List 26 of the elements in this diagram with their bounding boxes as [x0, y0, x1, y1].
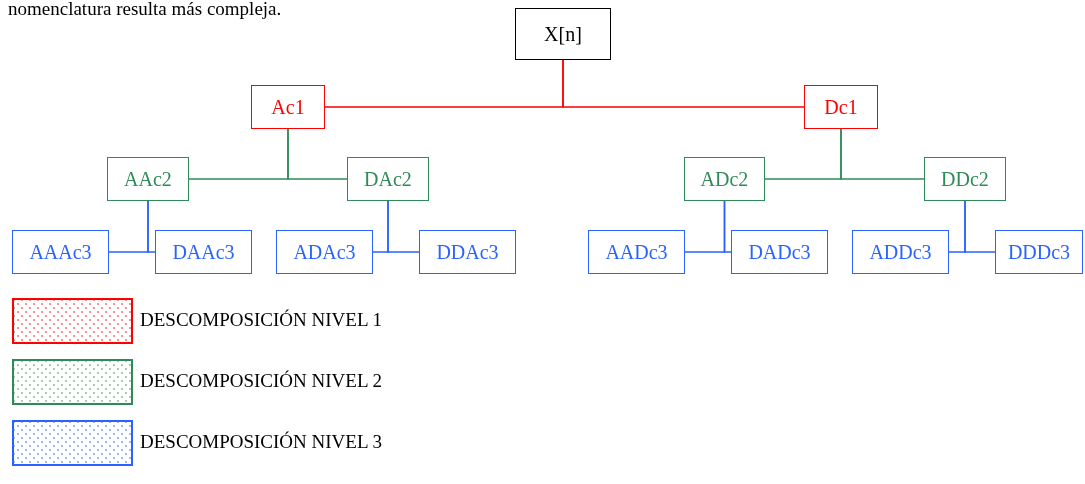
connector-line	[147, 200, 156, 253]
node-box: DADc3	[731, 230, 828, 274]
node-box: ADDc3	[852, 230, 949, 274]
node-box: DAc2	[347, 157, 429, 201]
connector-line	[840, 128, 925, 180]
node-box: Dc1	[804, 85, 878, 129]
legend-text: DESCOMPOSICIÓN NIVEL 2	[140, 370, 383, 392]
node-box: AADc3	[588, 230, 685, 274]
node-box: DAAc3	[155, 230, 252, 274]
node-box: AAc2	[107, 157, 189, 201]
node-box: DDDc3	[995, 230, 1083, 274]
body-text: nomenclatura resulta más compleja.	[8, 0, 282, 20]
connector-line	[562, 59, 805, 108]
node-box: DDAc3	[419, 230, 516, 274]
node-box: AAAc3	[12, 230, 109, 274]
connector-line	[964, 200, 996, 253]
node-box: ADAc3	[276, 230, 373, 274]
connector-line	[387, 200, 420, 253]
node-box: ADc2	[684, 157, 765, 201]
legend-text: DESCOMPOSICIÓN NIVEL 3	[140, 431, 383, 453]
connector-line	[723, 200, 732, 253]
connector-line	[287, 128, 348, 180]
node-box: X[n]	[515, 8, 611, 60]
node-box: DDc2	[924, 157, 1006, 201]
legend-text: DESCOMPOSICIÓN NIVEL 1	[140, 309, 383, 331]
node-box: Ac1	[251, 85, 325, 129]
